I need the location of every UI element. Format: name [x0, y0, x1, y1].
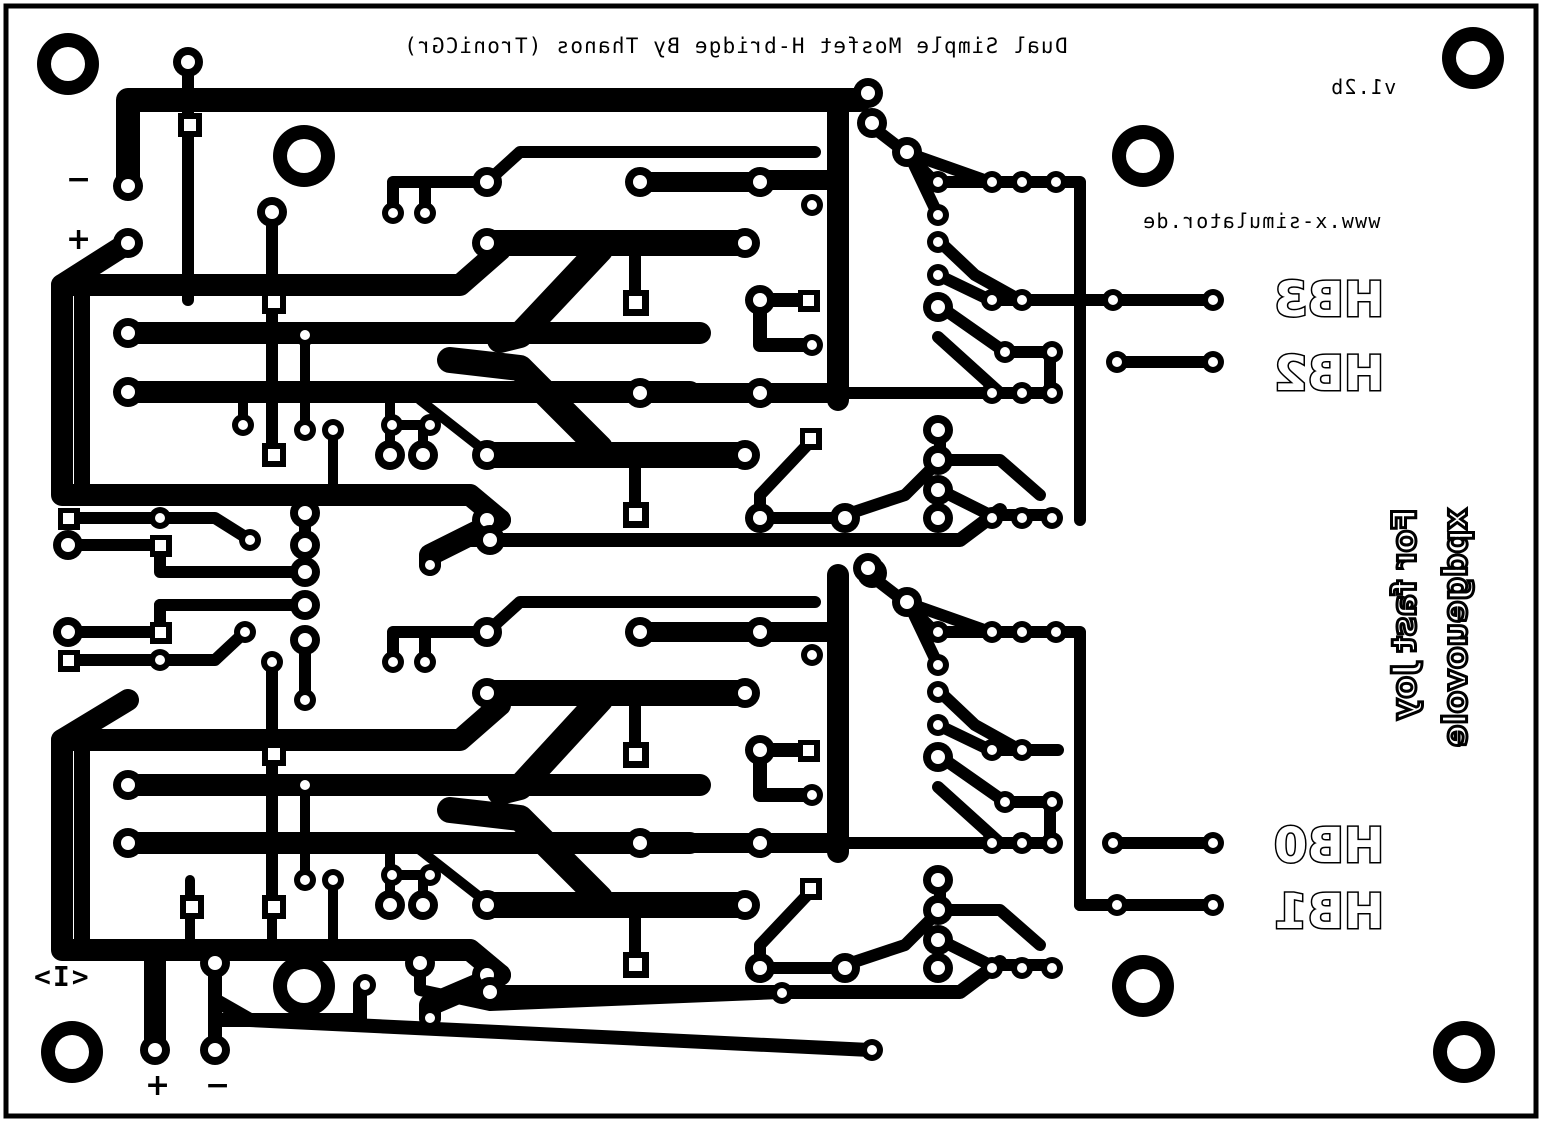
mounting-holes [37, 27, 1504, 1083]
terminal-minus-bottom: − [205, 1068, 231, 1103]
label-hb0: HB0 [1273, 817, 1386, 876]
pcb-pads [53, 47, 1224, 1065]
terminal-minus-top: − [66, 162, 92, 197]
label-hb1: HB1 [1273, 883, 1386, 942]
board-website: www.x-simulator.de [1142, 209, 1381, 233]
terminal-plus-bottom: + [145, 1068, 171, 1103]
orientation-marker: <I> [32, 960, 89, 993]
label-hb3: HB3 [1273, 271, 1386, 330]
vertical-label-line1: For fast Joy [1383, 507, 1425, 722]
terminal-plus-top: + [66, 222, 92, 257]
board-version: v1.2b [1330, 75, 1397, 99]
label-hb2: HB2 [1273, 345, 1386, 404]
board-outline [3, 3, 1539, 1119]
copper-traces [51, 56, 1216, 1061]
board-title: Dual Simple Mosfet H-bridge By Thanos (T… [403, 34, 1068, 58]
vertical-label-line2: xpdgeuovole [1434, 507, 1476, 749]
